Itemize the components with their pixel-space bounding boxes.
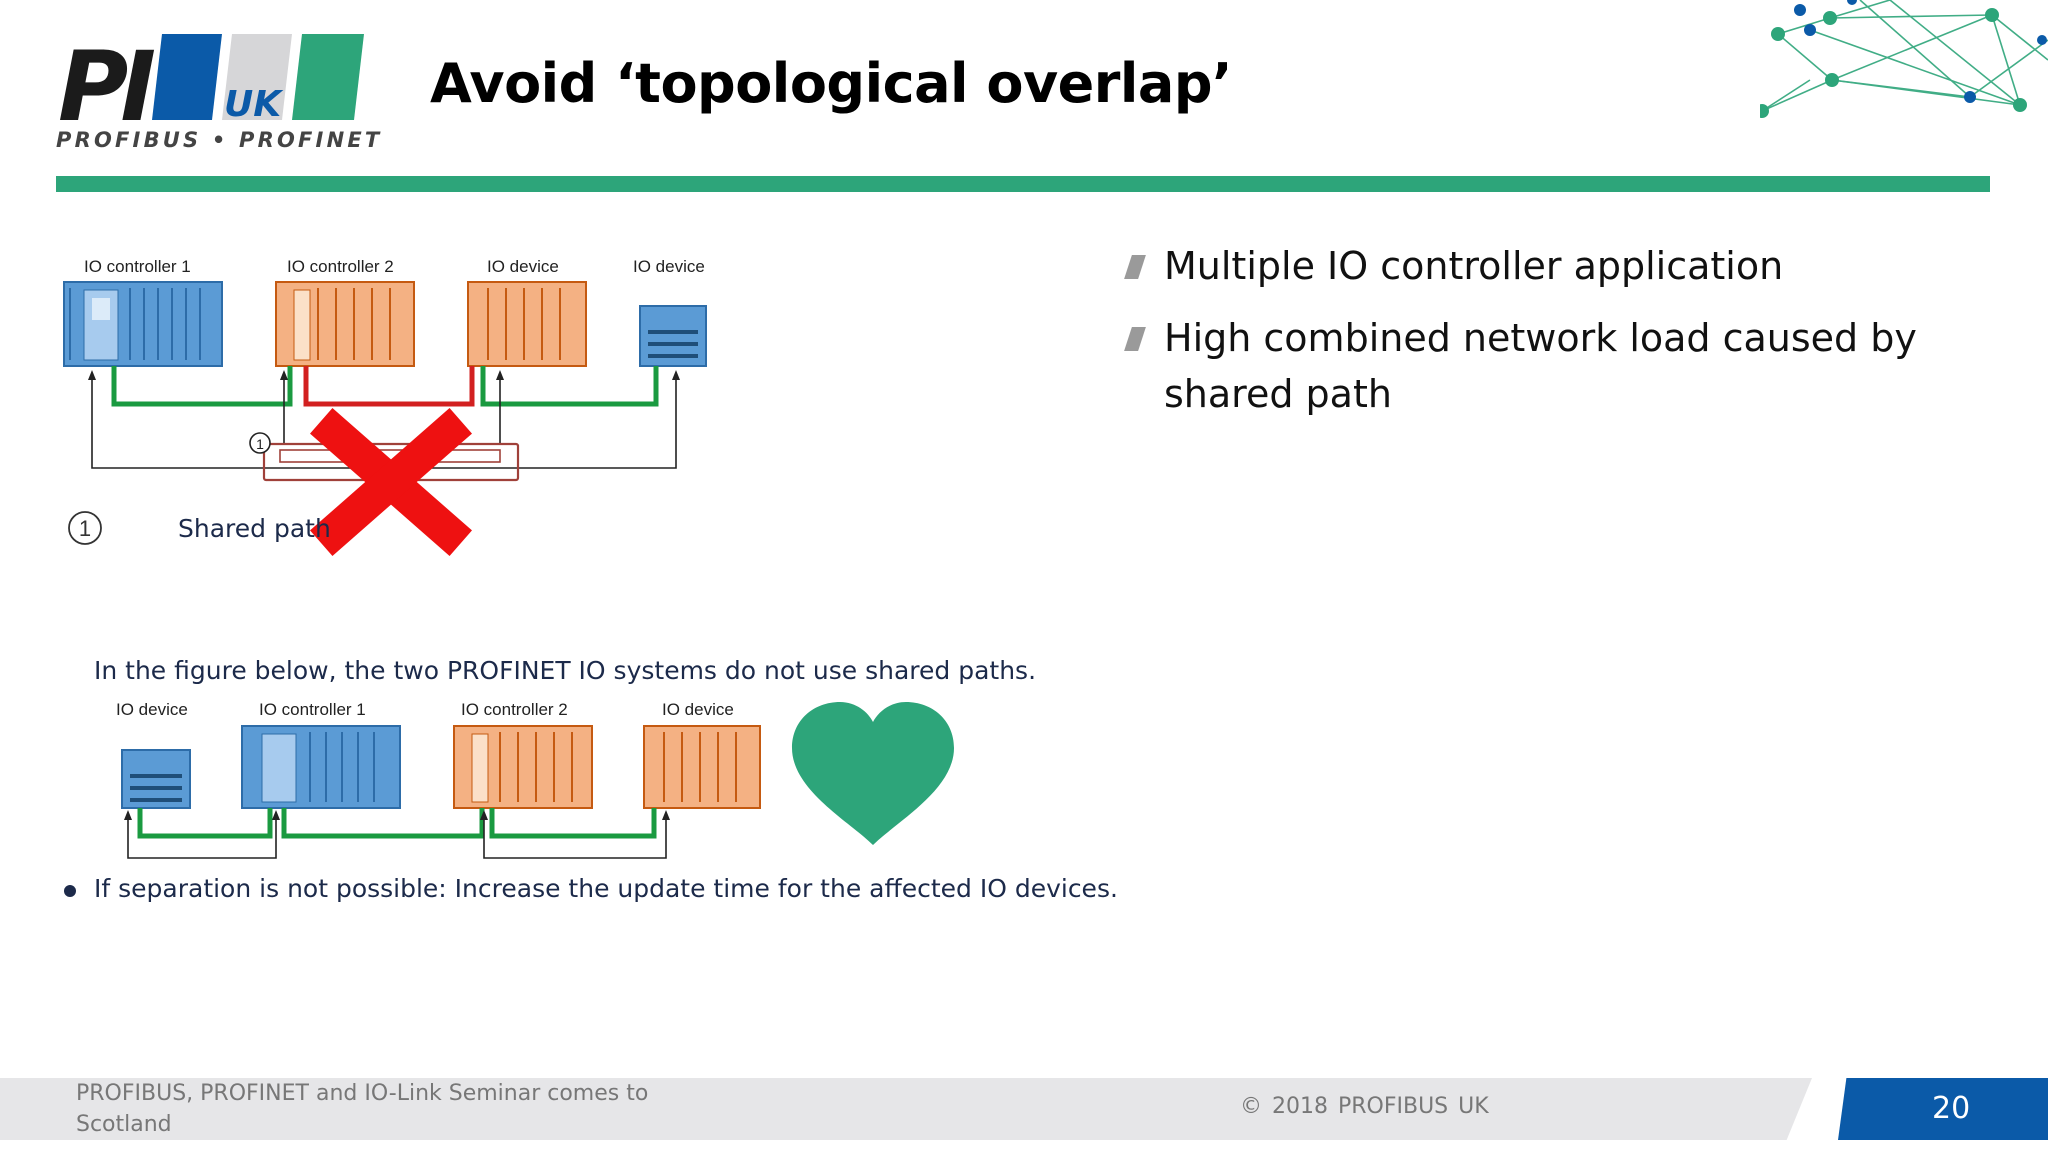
- shared-path-callout: 1: [256, 436, 264, 452]
- label-io-controller-1: IO controller 1: [84, 257, 191, 276]
- bottom-label-io-controller-1: IO controller 1: [259, 700, 366, 719]
- bottom-io-controller-2-icon: [453, 725, 593, 809]
- bottom-label-io-device-1: IO device: [116, 700, 188, 719]
- page-number-badge: [1838, 1078, 2048, 1140]
- bottom-label-io-device-2: IO device: [662, 700, 734, 719]
- separation-note: If separation is not possible: Increase …: [94, 874, 1118, 903]
- profibus-uk-logo: PI UK: [58, 31, 364, 143]
- legend-text: Shared path: [178, 514, 331, 543]
- slide-title: Avoid ‘topological overlap’: [430, 52, 1233, 115]
- note-bullet-icon: [64, 885, 76, 897]
- bottom-io-device-blue-icon: [121, 749, 191, 809]
- io-device-orange-icon: [467, 281, 587, 367]
- io-controller-1-device-icon: [63, 281, 223, 367]
- footer-copyright: © 2018 PROFIBUS UK: [1240, 1094, 1489, 1119]
- footer-bar: [0, 1078, 1812, 1140]
- page-number: 20: [1932, 1091, 1971, 1126]
- logo-tagline: PROFIBUS • PROFINET: [56, 128, 383, 152]
- bottom-io-controller-1-icon: [241, 725, 401, 809]
- label-io-controller-2: IO controller 2: [287, 257, 394, 276]
- io-controller-2-device-icon: [275, 281, 415, 367]
- label-io-device-1: IO device: [487, 257, 559, 276]
- bottom-io-device-orange-icon: [643, 725, 761, 809]
- legend-number: 1: [79, 516, 91, 541]
- header-divider: [56, 176, 1990, 192]
- footer-event-title: PROFIBUS, PROFINET and IO-Link Seminar c…: [76, 1081, 649, 1137]
- green-heart-icon: [792, 702, 954, 845]
- network-graphic-icon: [1760, 0, 2048, 118]
- svg-text:PI: PI: [58, 31, 154, 143]
- label-io-device-2: IO device: [633, 257, 705, 276]
- bottom-caption: In the figure below, the two PROFINET IO…: [94, 656, 1037, 685]
- io-device-blue-icon: [639, 305, 707, 367]
- red-cross-icon: [310, 408, 472, 556]
- diagram-shared-path: 1 1: [63, 281, 954, 897]
- bottom-label-io-controller-2: IO controller 2: [461, 700, 568, 719]
- svg-text:UK: UK: [224, 84, 284, 125]
